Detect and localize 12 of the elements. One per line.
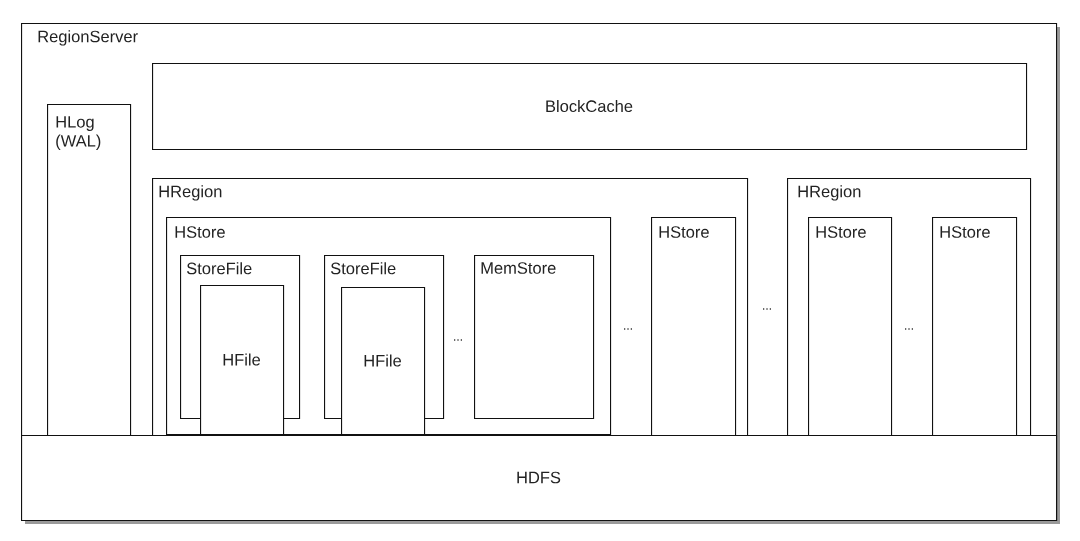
file-box: HFile: [200, 285, 285, 436]
file-box: HFile: [341, 287, 426, 436]
store-box: HStore: [808, 217, 893, 437]
ellipsis: ...: [624, 328, 632, 330]
ellipsis: ...: [454, 339, 462, 341]
memstore-box: MemStore: [474, 255, 595, 420]
ellipsis: ...: [905, 328, 913, 330]
log-box: HLog (WAL): [47, 104, 132, 437]
store-box: HStore: [651, 217, 737, 437]
cache-box: BlockCache: [152, 63, 1028, 151]
ellipsis: ...: [763, 308, 771, 310]
store-box: HStore: [932, 217, 1018, 437]
